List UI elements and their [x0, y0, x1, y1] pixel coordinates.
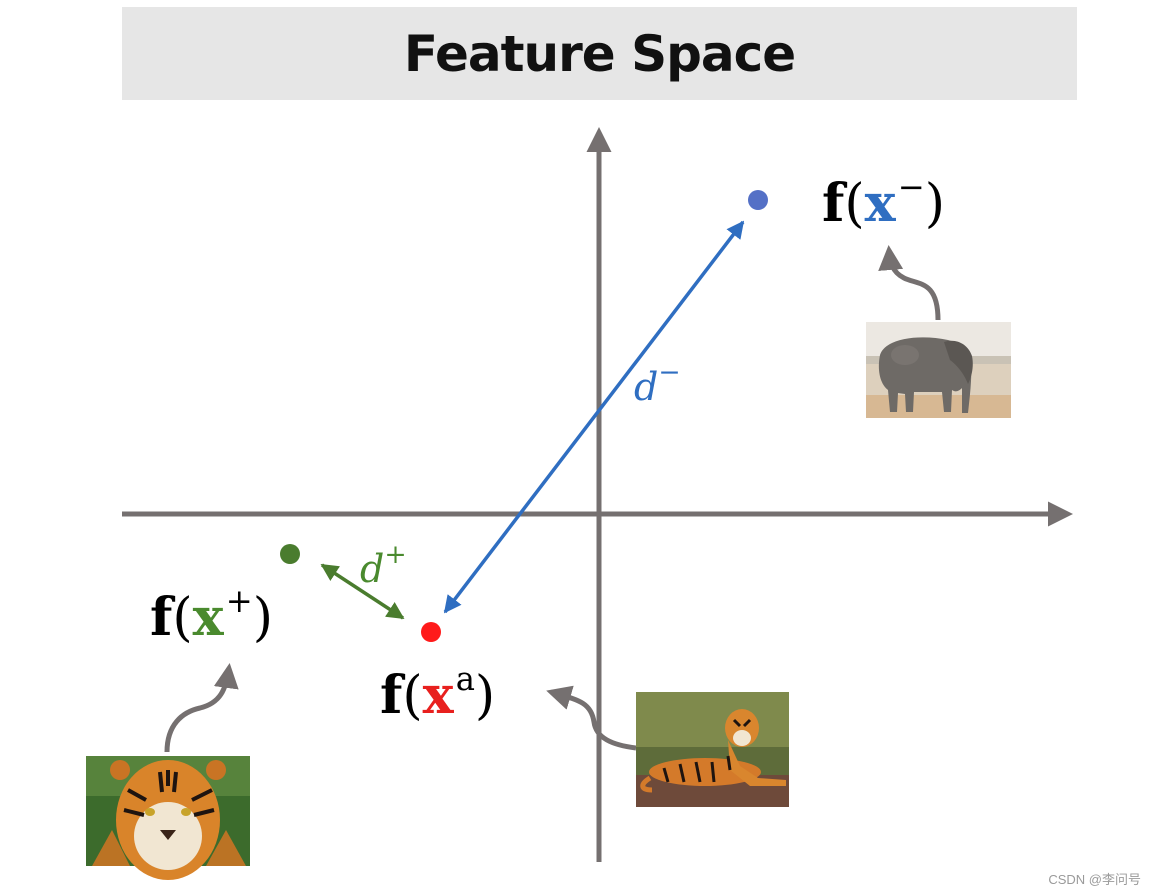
positive-var: x [192, 587, 224, 648]
anchor-open-paren: ( [402, 666, 423, 726]
negative-close-paren: ) [924, 174, 945, 234]
anchor-var: x [422, 665, 454, 726]
tiger-positive-image [86, 756, 250, 880]
positive-point [280, 544, 300, 564]
d-plus-base: d [360, 547, 385, 591]
positive-label: f(x+) [150, 585, 273, 644]
tiger-anchor-image [636, 692, 789, 807]
tiger-positive-pointer-arrow [164, 663, 239, 753]
anchor-label: f(xa) [380, 663, 495, 722]
d-plus-label: d+ [360, 542, 407, 591]
negative-open-paren: ( [844, 174, 865, 234]
anchor-func: f [380, 665, 403, 726]
tiger-anchor-pointer-arrow [546, 685, 637, 751]
watermark: CSDN @李问号 [1048, 872, 1141, 887]
positive-func: f [150, 587, 173, 648]
anchor-point [421, 622, 441, 642]
negative-point [748, 190, 768, 210]
d-plus-arrow [320, 563, 405, 620]
d-minus-sup: − [658, 357, 681, 389]
anchor-sup: a [455, 659, 475, 698]
positive-open-paren: ( [172, 588, 193, 648]
negative-sup: − [897, 167, 925, 206]
title-bar: Feature Space [122, 7, 1077, 100]
d-plus-sup: + [384, 539, 407, 571]
anchor-close-paren: ) [474, 666, 496, 726]
d-minus-arrow [443, 220, 745, 614]
negative-var: x [864, 173, 896, 234]
elephant-image [866, 322, 1011, 418]
diagram-title: Feature Space [403, 24, 796, 83]
d-minus-base: d [634, 365, 659, 409]
positive-sup: + [225, 581, 253, 620]
d-minus-label: d− [634, 360, 681, 409]
elephant-pointer-arrow [878, 245, 941, 321]
positive-close-paren: ) [252, 588, 273, 648]
negative-func: f [822, 173, 845, 234]
negative-label: f(x−) [822, 171, 945, 230]
